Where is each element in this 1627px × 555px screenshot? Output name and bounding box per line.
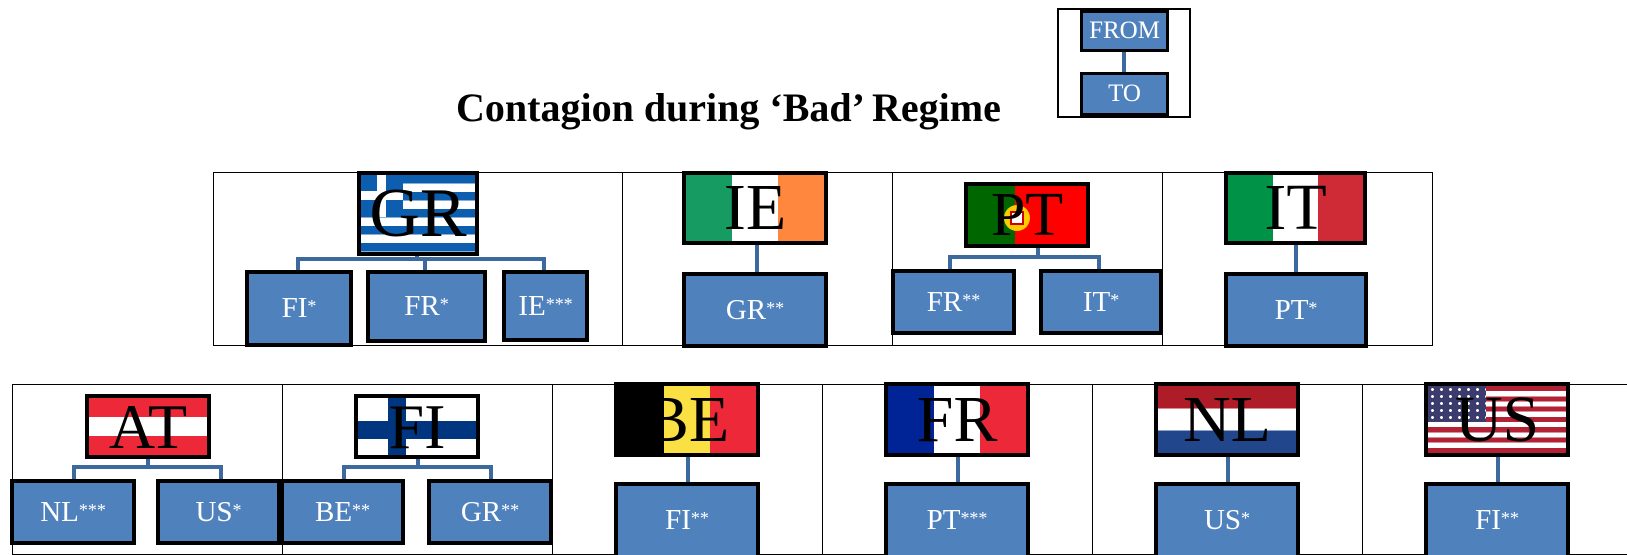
target-box: GR** (682, 272, 828, 348)
flag-netherlands: NL (1154, 382, 1300, 457)
target-box: IE*** (502, 270, 589, 342)
target-box: BE** (280, 479, 405, 545)
target-box: PT*** (884, 482, 1030, 555)
legend-from-box: FROM (1080, 10, 1169, 52)
flag-code: IT (1264, 171, 1327, 244)
legend-to-box: TO (1080, 72, 1169, 116)
flag-belgium: BE (614, 382, 760, 457)
flag-code: PT (990, 182, 1064, 248)
flag-code: US (1454, 382, 1540, 456)
flag-code: NL (1183, 382, 1271, 456)
flag-code: IE (723, 171, 787, 244)
flag-code: FR (916, 382, 998, 456)
flag-code: GR (369, 174, 467, 252)
target-box: US* (1154, 482, 1300, 555)
target-box: PT* (1224, 272, 1368, 348)
flag-finland: FI (354, 394, 480, 459)
flag-greece: GR (357, 171, 479, 256)
flag-ireland: IE (682, 171, 828, 245)
target-box: IT* (1039, 269, 1163, 335)
page-title: Contagion during ‘Bad’ Regime (456, 85, 1001, 130)
flag-code: AT (108, 394, 188, 459)
target-box: FR** (891, 269, 1016, 335)
flag-france: FR (884, 382, 1030, 457)
legend-connector (1122, 50, 1126, 74)
target-box: NL*** (10, 479, 136, 545)
flag-italy: IT (1224, 171, 1367, 245)
flag-code: FI (388, 394, 446, 459)
target-box: GR** (427, 479, 553, 545)
flag-code: BE (644, 382, 730, 456)
target-box: FI* (245, 270, 353, 347)
flag-austria: AT (85, 394, 211, 459)
target-box: US* (156, 479, 281, 545)
flag-usa: US (1424, 382, 1570, 457)
target-box: FI** (614, 482, 760, 555)
target-box: FR* (366, 270, 487, 343)
flag-portugal: PT (964, 182, 1090, 248)
target-box: FI** (1424, 482, 1570, 555)
